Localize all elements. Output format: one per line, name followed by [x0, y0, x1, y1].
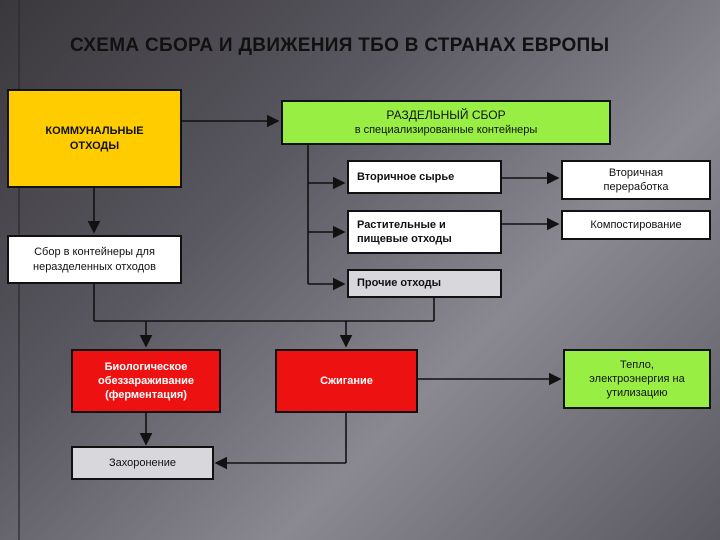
municipal-line1: КОММУНАЛЬНЫЕ [45, 125, 144, 138]
unsorted-collection-box: Сбор в контейнеры для неразделенных отхо… [7, 235, 182, 284]
municipal-line2: ОТХОДЫ [69, 139, 120, 152]
municipal-waste-box: КОММУНАЛЬНЫЕ ОТХОДЫ [7, 89, 182, 188]
burial-label: Захоронение [108, 456, 177, 469]
heat-line1: Тепло, [620, 358, 654, 371]
other-waste-box: Прочие отходы [347, 269, 502, 298]
bio-line1: Биологическое [104, 360, 188, 373]
burial-box: Захоронение [71, 446, 214, 480]
diagram-title: СХЕМА СБОРА И ДВИЖЕНИЯ ТБО В СТРАНАХ ЕВР… [70, 35, 610, 56]
separate-collection-box: РАЗДЕЛЬНЫЙ СБОР в специализированные кон… [281, 100, 611, 145]
secondary-raw-box: Вторичное сырье [347, 160, 502, 194]
bio-line2: обеззараживание [97, 374, 195, 387]
bio-disinfection-box: Биологическое обеззараживание (ферментац… [71, 349, 221, 413]
separate-line1: РАЗДЕЛЬНЫЙ СБОР [386, 107, 506, 122]
composting-label: Компостирование [590, 218, 682, 231]
secondary-processing-line2: переработка [603, 181, 669, 193]
plant-food-waste-box: Растительные и пищевые отходы [347, 210, 502, 254]
heat-line2: электроэнергия на [589, 372, 685, 385]
heat-line3: утилизацию [606, 387, 668, 400]
unsorted-line2: неразделенных отходов [33, 260, 156, 273]
plant-food-line2: пищевые отходы [357, 233, 452, 245]
plant-food-line1: Растительные и [357, 218, 446, 231]
composting-box: Компостирование [561, 210, 711, 240]
unsorted-line1: Сбор в контейнеры для [34, 246, 155, 259]
bio-line3: (ферментация) [105, 389, 187, 402]
incineration-box: Сжигание [275, 349, 418, 413]
secondary-processing-line1: Вторичная [608, 166, 664, 179]
heat-energy-box: Тепло, электроэнергия на утилизацию [563, 349, 711, 409]
incineration-label: Сжигание [320, 374, 373, 387]
other-waste-label: Прочие отходы [357, 277, 442, 290]
secondary-processing-box: Вторичная переработка [561, 160, 711, 200]
separate-line2: в специализированные контейнеры [354, 124, 538, 137]
secondary-raw-label: Вторичное сырье [357, 170, 455, 183]
